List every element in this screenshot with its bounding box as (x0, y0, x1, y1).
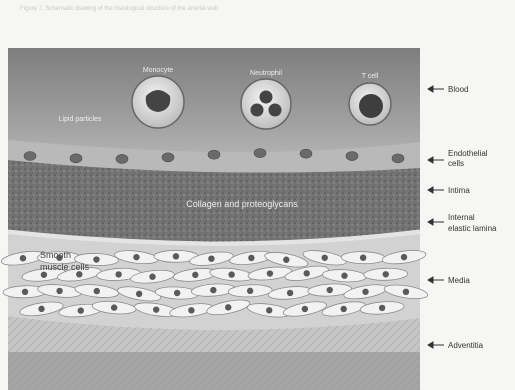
adventitia-bottom-shade (8, 352, 420, 390)
smooth-muscle-nucleus (322, 255, 328, 261)
endothelial-label-2: cells (448, 159, 464, 168)
t-cell-label: T cell (362, 73, 379, 80)
smooth-muscle-nucleus (341, 273, 347, 279)
smooth-muscle-nucleus (38, 306, 44, 312)
smooth-muscle-nucleus (22, 289, 28, 295)
iel-label-1: Internal (448, 213, 475, 222)
smooth-muscle-nucleus (362, 289, 368, 295)
smooth-muscle-nucleus (56, 288, 62, 294)
smooth-muscle-nucleus (266, 307, 272, 313)
media-label: Media (448, 276, 470, 285)
smooth-muscle-nucleus (133, 254, 139, 260)
endothelial-nucleus (116, 154, 128, 163)
smooth-muscle-nucleus (302, 306, 308, 312)
smooth-muscle-nucleus (379, 305, 385, 311)
smooth-muscle-nucleus (247, 288, 253, 294)
smooth-muscle-nucleus (41, 272, 47, 278)
smooth-muscle-nucleus (94, 288, 100, 294)
endothelial-nucleus (208, 150, 220, 159)
smooth-muscle-nucleus (403, 289, 409, 295)
intima-label: Intima (448, 186, 470, 195)
smooth-muscle-nucleus (174, 290, 180, 296)
smooth-muscle-nucleus (225, 304, 231, 310)
endothelial-nucleus (70, 154, 82, 163)
smooth-muscle-nucleus (115, 271, 121, 277)
monocyte-icon (132, 76, 184, 128)
iel-label-2: elastic lamina (448, 224, 497, 233)
monocyte-label: Monocyte (143, 67, 173, 74)
smooth-muscle-nucleus (20, 255, 26, 261)
smooth-muscle-nucleus (383, 271, 389, 277)
smooth-muscle-nucleus (93, 256, 99, 262)
smooth-muscle-nucleus (149, 274, 155, 280)
endothelial-nucleus (162, 153, 174, 162)
smooth-muscle-nucleus (228, 271, 234, 277)
smooth-muscle-nucleus (78, 307, 84, 313)
smooth-muscle-nucleus (136, 291, 142, 297)
endothelial-nucleus (392, 154, 404, 163)
smooth-muscle-nucleus (401, 254, 407, 260)
smooth-muscle-nucleus (267, 270, 273, 276)
smooth-muscle-nucleus (340, 306, 346, 312)
smooth-muscle-nucleus (188, 307, 194, 313)
smooth-muscle-nucleus (327, 287, 333, 293)
callout-arrows (428, 86, 444, 348)
smooth-muscle-nucleus (304, 270, 310, 276)
smooth-muscle-nucleus (153, 306, 159, 312)
smooth-muscle-nucleus (210, 287, 216, 293)
smooth-muscle-nucleus (248, 255, 254, 261)
endothelial-nucleus (346, 152, 358, 161)
neutrophil-label: Neutrophil (250, 70, 282, 77)
smooth-muscle-nucleus (76, 271, 82, 277)
neutrophil-icon (241, 79, 291, 129)
smooth-muscle-label-2: muscle cells (40, 262, 90, 272)
smooth-muscle-nucleus (287, 290, 293, 296)
smooth-muscle-nucleus (192, 272, 198, 278)
smooth-muscle-nucleus (173, 253, 179, 259)
t-cell-icon (349, 83, 391, 125)
lipid-particles-label: Lipid particles (59, 116, 102, 123)
smooth-muscle-nucleus (208, 255, 214, 261)
header-text: Figure 7. Schematic drawing of the histo… (20, 6, 220, 12)
endothelial-nucleus (24, 152, 36, 161)
smooth-muscle-label-1: Smooth (40, 250, 71, 260)
endothelial-nucleus (254, 149, 266, 158)
smooth-muscle-nucleus (283, 257, 289, 263)
smooth-muscle-nucleus (360, 254, 366, 260)
collagen-label: Collagen and proteoglycans (186, 199, 298, 209)
endothelial-nucleus (300, 149, 312, 158)
blood-label: Blood (448, 85, 468, 94)
endothelial-label-1: Endothelial (448, 149, 488, 158)
smooth-muscle-nucleus (111, 304, 117, 310)
adventitia-label: Adventitia (448, 341, 484, 350)
